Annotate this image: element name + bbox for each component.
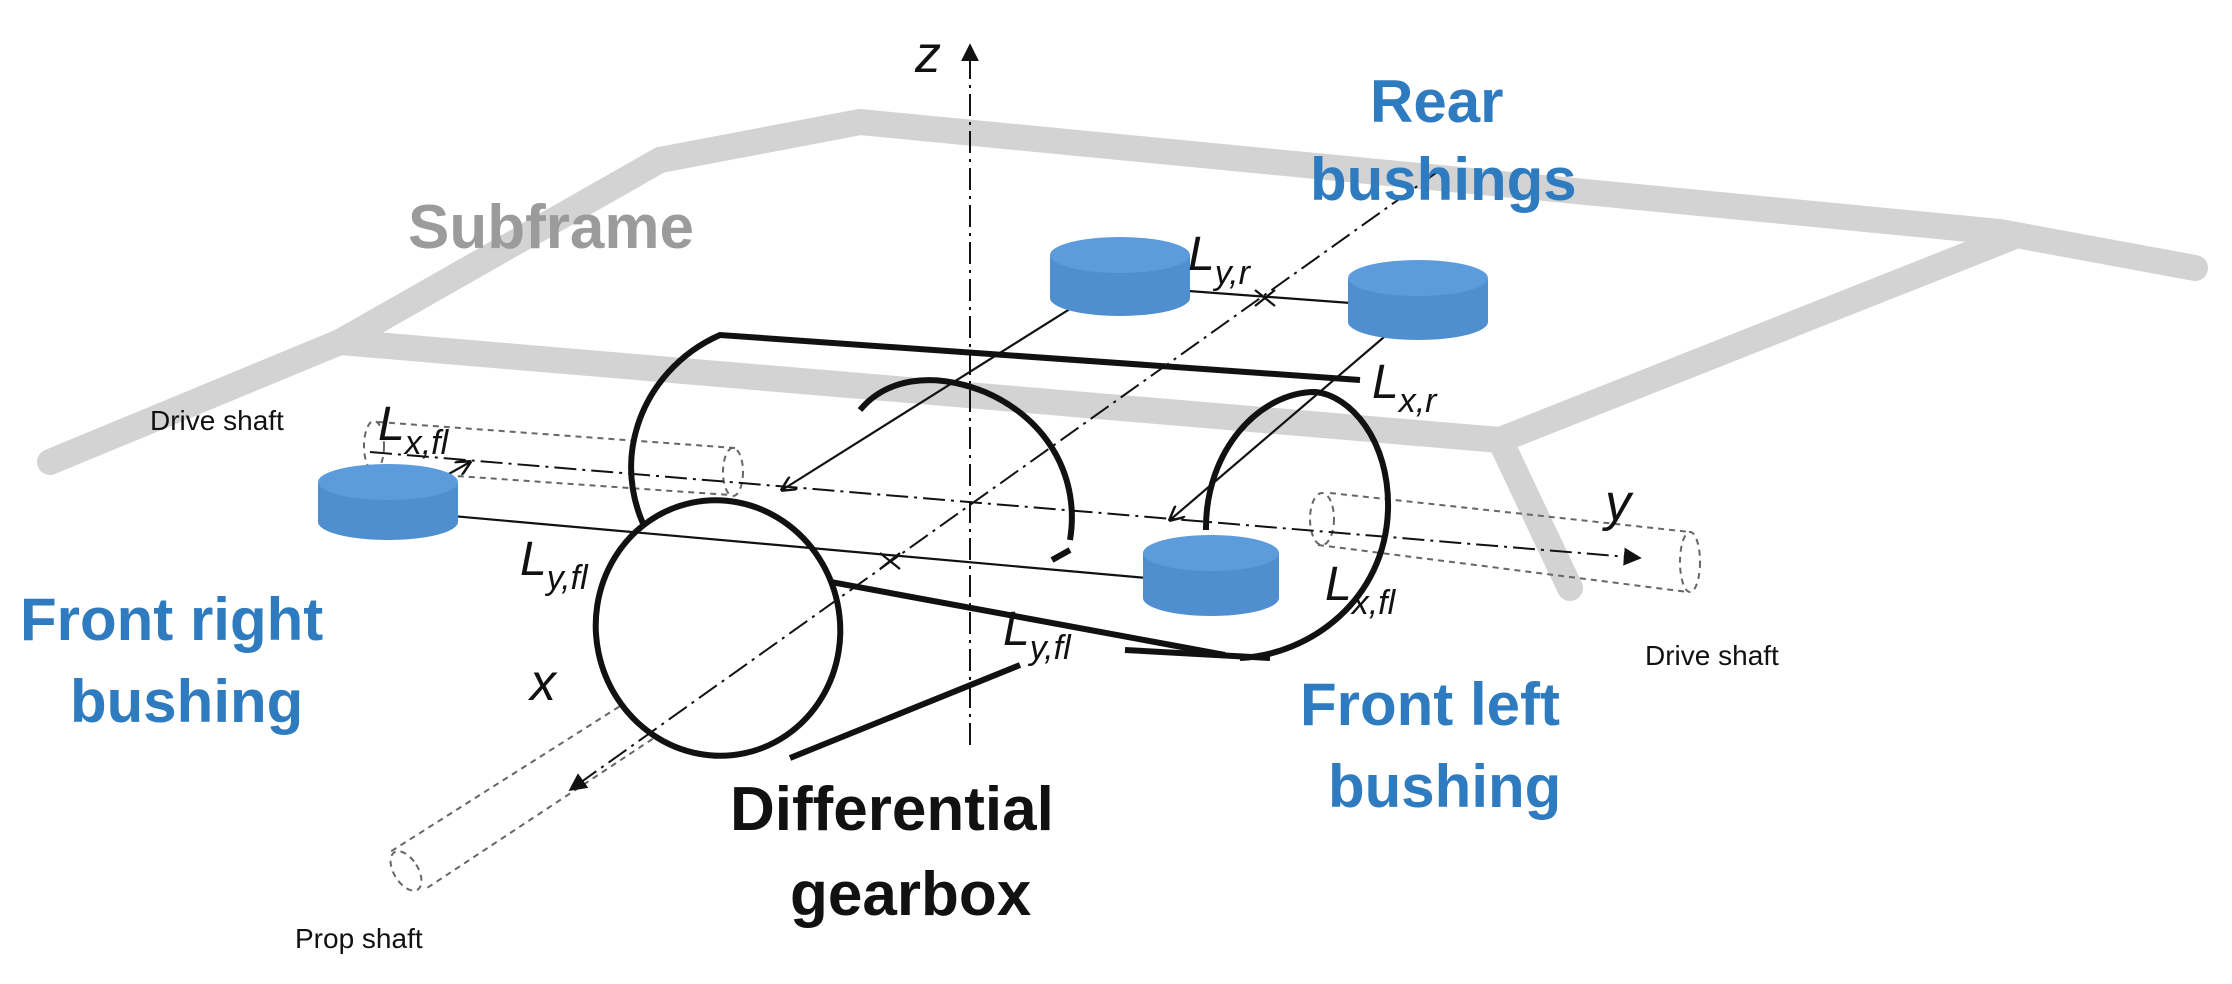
svg-text:Rear: Rear	[1370, 68, 1503, 135]
y-axis	[369, 451, 1642, 566]
rear-bushings-label: Rear bushings	[1310, 68, 1577, 213]
prop-shaft-label: Prop shaft	[295, 923, 423, 954]
drive-shaft-right-label: Drive shaft	[1645, 640, 1779, 671]
differential-gearbox-label: Differential gearbox	[730, 775, 1054, 929]
subframe-label: Subframe	[408, 193, 694, 262]
front-right-bushing-label: Front right bushing	[20, 586, 323, 735]
svg-text:Front left: Front left	[1300, 671, 1560, 738]
front-left-bushing-label: Front left bushing	[1300, 671, 1561, 820]
dim-ly-fl-mid: Ly,fl	[1003, 603, 1072, 667]
svg-text:Front right: Front right	[20, 586, 323, 653]
dim-lx-fl-left: Lx,fl	[378, 398, 450, 462]
dim-ly-fl-left: Ly,fl	[520, 533, 589, 597]
svg-text:bushing: bushing	[70, 668, 303, 735]
rear-bushing-left	[1050, 237, 1190, 316]
svg-text:bushing: bushing	[1328, 753, 1561, 820]
dim-ly-r: Ly,r	[1188, 228, 1252, 292]
dim-lx-r: Lx,r	[1372, 356, 1438, 420]
dim-lx-fl-right: Lx,fl	[1325, 558, 1397, 622]
center-marks	[879, 289, 1276, 570]
front-left-bushing	[1143, 535, 1279, 616]
x-axis	[568, 169, 1441, 792]
z-axis-label: z	[914, 26, 941, 84]
y-axis-label: y	[1602, 474, 1634, 532]
svg-text:Differential: Differential	[730, 775, 1054, 844]
rear-bushing-right	[1348, 260, 1488, 340]
svg-text:gearbox: gearbox	[790, 860, 1032, 929]
front-right-bushing	[318, 464, 458, 540]
x-axis-label: x	[527, 654, 558, 712]
drive-shaft-left-label: Drive shaft	[150, 405, 284, 436]
svg-text:bushings: bushings	[1310, 146, 1577, 213]
